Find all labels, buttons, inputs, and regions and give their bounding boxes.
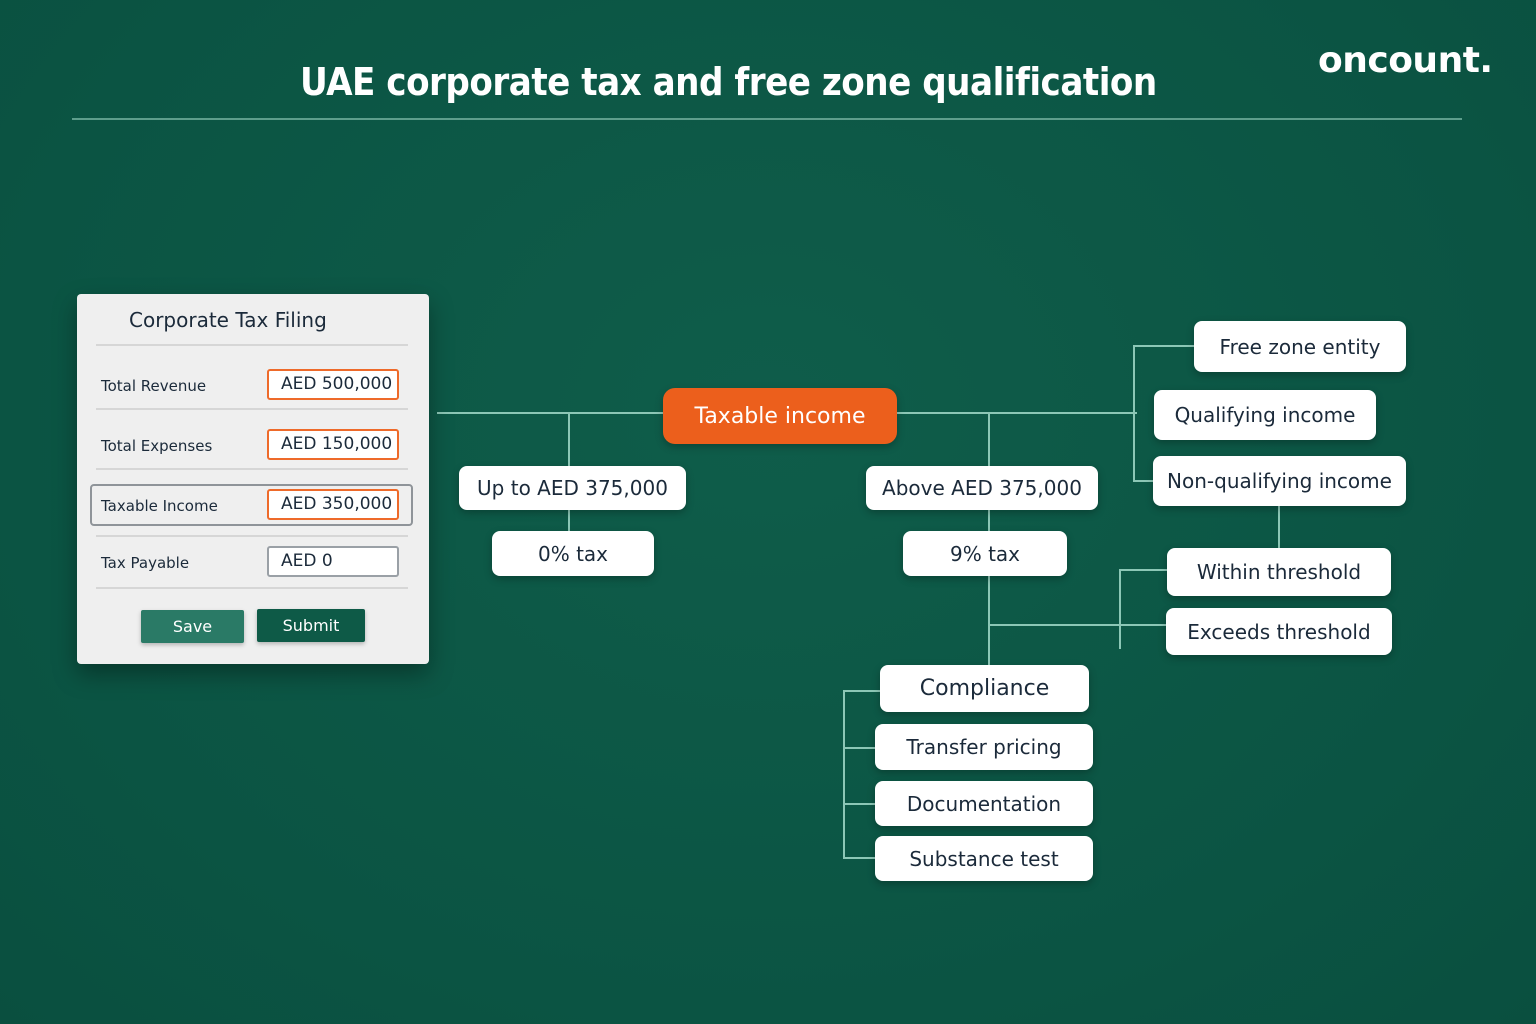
corporate-tax-filing-form: Corporate Tax Filing Total Revenue AED 5… [77,294,429,664]
zero-percent-tax-node: 0% tax [492,531,654,576]
divider [96,468,408,470]
up-to-threshold-node: Up to AED 375,000 [459,466,686,510]
nine-percent-tax-node: 9% tax [903,531,1067,576]
taxable-income-label: Taxable Income [101,497,218,515]
transfer-pricing-node: Transfer pricing [875,724,1093,770]
divider [96,535,408,537]
tax-payable-label: Tax Payable [101,554,190,572]
title-divider [72,118,1462,120]
exceeds-threshold-node: Exceeds threshold [1166,608,1392,655]
save-button[interactable]: Save [141,610,244,643]
divider [96,587,408,589]
total-revenue-field[interactable]: AED 500,000 [267,369,399,400]
above-threshold-node: Above AED 375,000 [866,466,1098,510]
compliance-node: Compliance [880,665,1089,712]
divider [96,344,408,346]
tax-payable-field[interactable]: AED 0 [267,546,399,577]
qualifying-income-node: Qualifying income [1154,390,1376,440]
non-qualifying-income-node: Non-qualifying income [1153,456,1406,506]
divider [96,408,408,410]
documentation-node: Documentation [875,781,1093,826]
total-expenses-label: Total Expenses [101,437,213,455]
taxable-income-row [90,484,413,526]
brand-logo: oncount. [1318,40,1493,81]
substance-test-node: Substance test [875,836,1093,881]
taxable-income-node: Taxable income [663,388,897,444]
submit-button[interactable]: Submit [257,609,365,642]
within-threshold-node: Within threshold [1167,548,1391,596]
free-zone-entity-node: Free zone entity [1194,321,1406,372]
page-title: UAE corporate tax and free zone qualific… [300,60,1157,104]
total-expenses-field[interactable]: AED 150,000 [267,429,399,460]
total-revenue-label: Total Revenue [101,377,207,395]
form-title: Corporate Tax Filing [129,308,327,332]
taxable-income-field[interactable]: AED 350,000 [267,489,399,520]
